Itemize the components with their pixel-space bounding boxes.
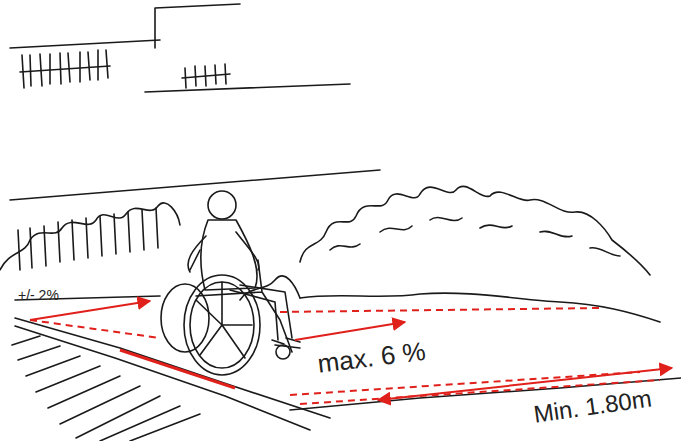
person-arms — [188, 232, 259, 272]
wheelchair-frame — [190, 250, 300, 352]
building-ledge — [10, 40, 350, 92]
dashed-guide — [280, 308, 600, 312]
curb-line — [15, 318, 330, 418]
bush-texture — [330, 217, 620, 256]
window-bars — [20, 66, 230, 78]
building-outline — [155, 4, 240, 48]
window-strokes — [22, 50, 226, 88]
dimension-label: Min. 1.80m — [532, 385, 653, 428]
facade-strokes — [10, 170, 380, 270]
bush-outline — [300, 186, 650, 275]
person-torso — [201, 220, 257, 290]
wheelchair-wheel — [161, 284, 209, 352]
caster-wheel — [276, 345, 290, 359]
person-head — [208, 191, 236, 219]
bush-outline — [0, 203, 180, 270]
curb-highlight — [120, 350, 235, 388]
dashed-guide — [30, 320, 160, 338]
bush-base — [300, 293, 660, 322]
cross-slope-arrow — [30, 301, 150, 320]
longitudinal-slope-arrow — [295, 322, 405, 340]
crosswalk-stripes — [12, 336, 200, 441]
slope-label: max. 6 % — [316, 337, 427, 379]
slope-label: +/- 2% — [18, 288, 59, 303]
